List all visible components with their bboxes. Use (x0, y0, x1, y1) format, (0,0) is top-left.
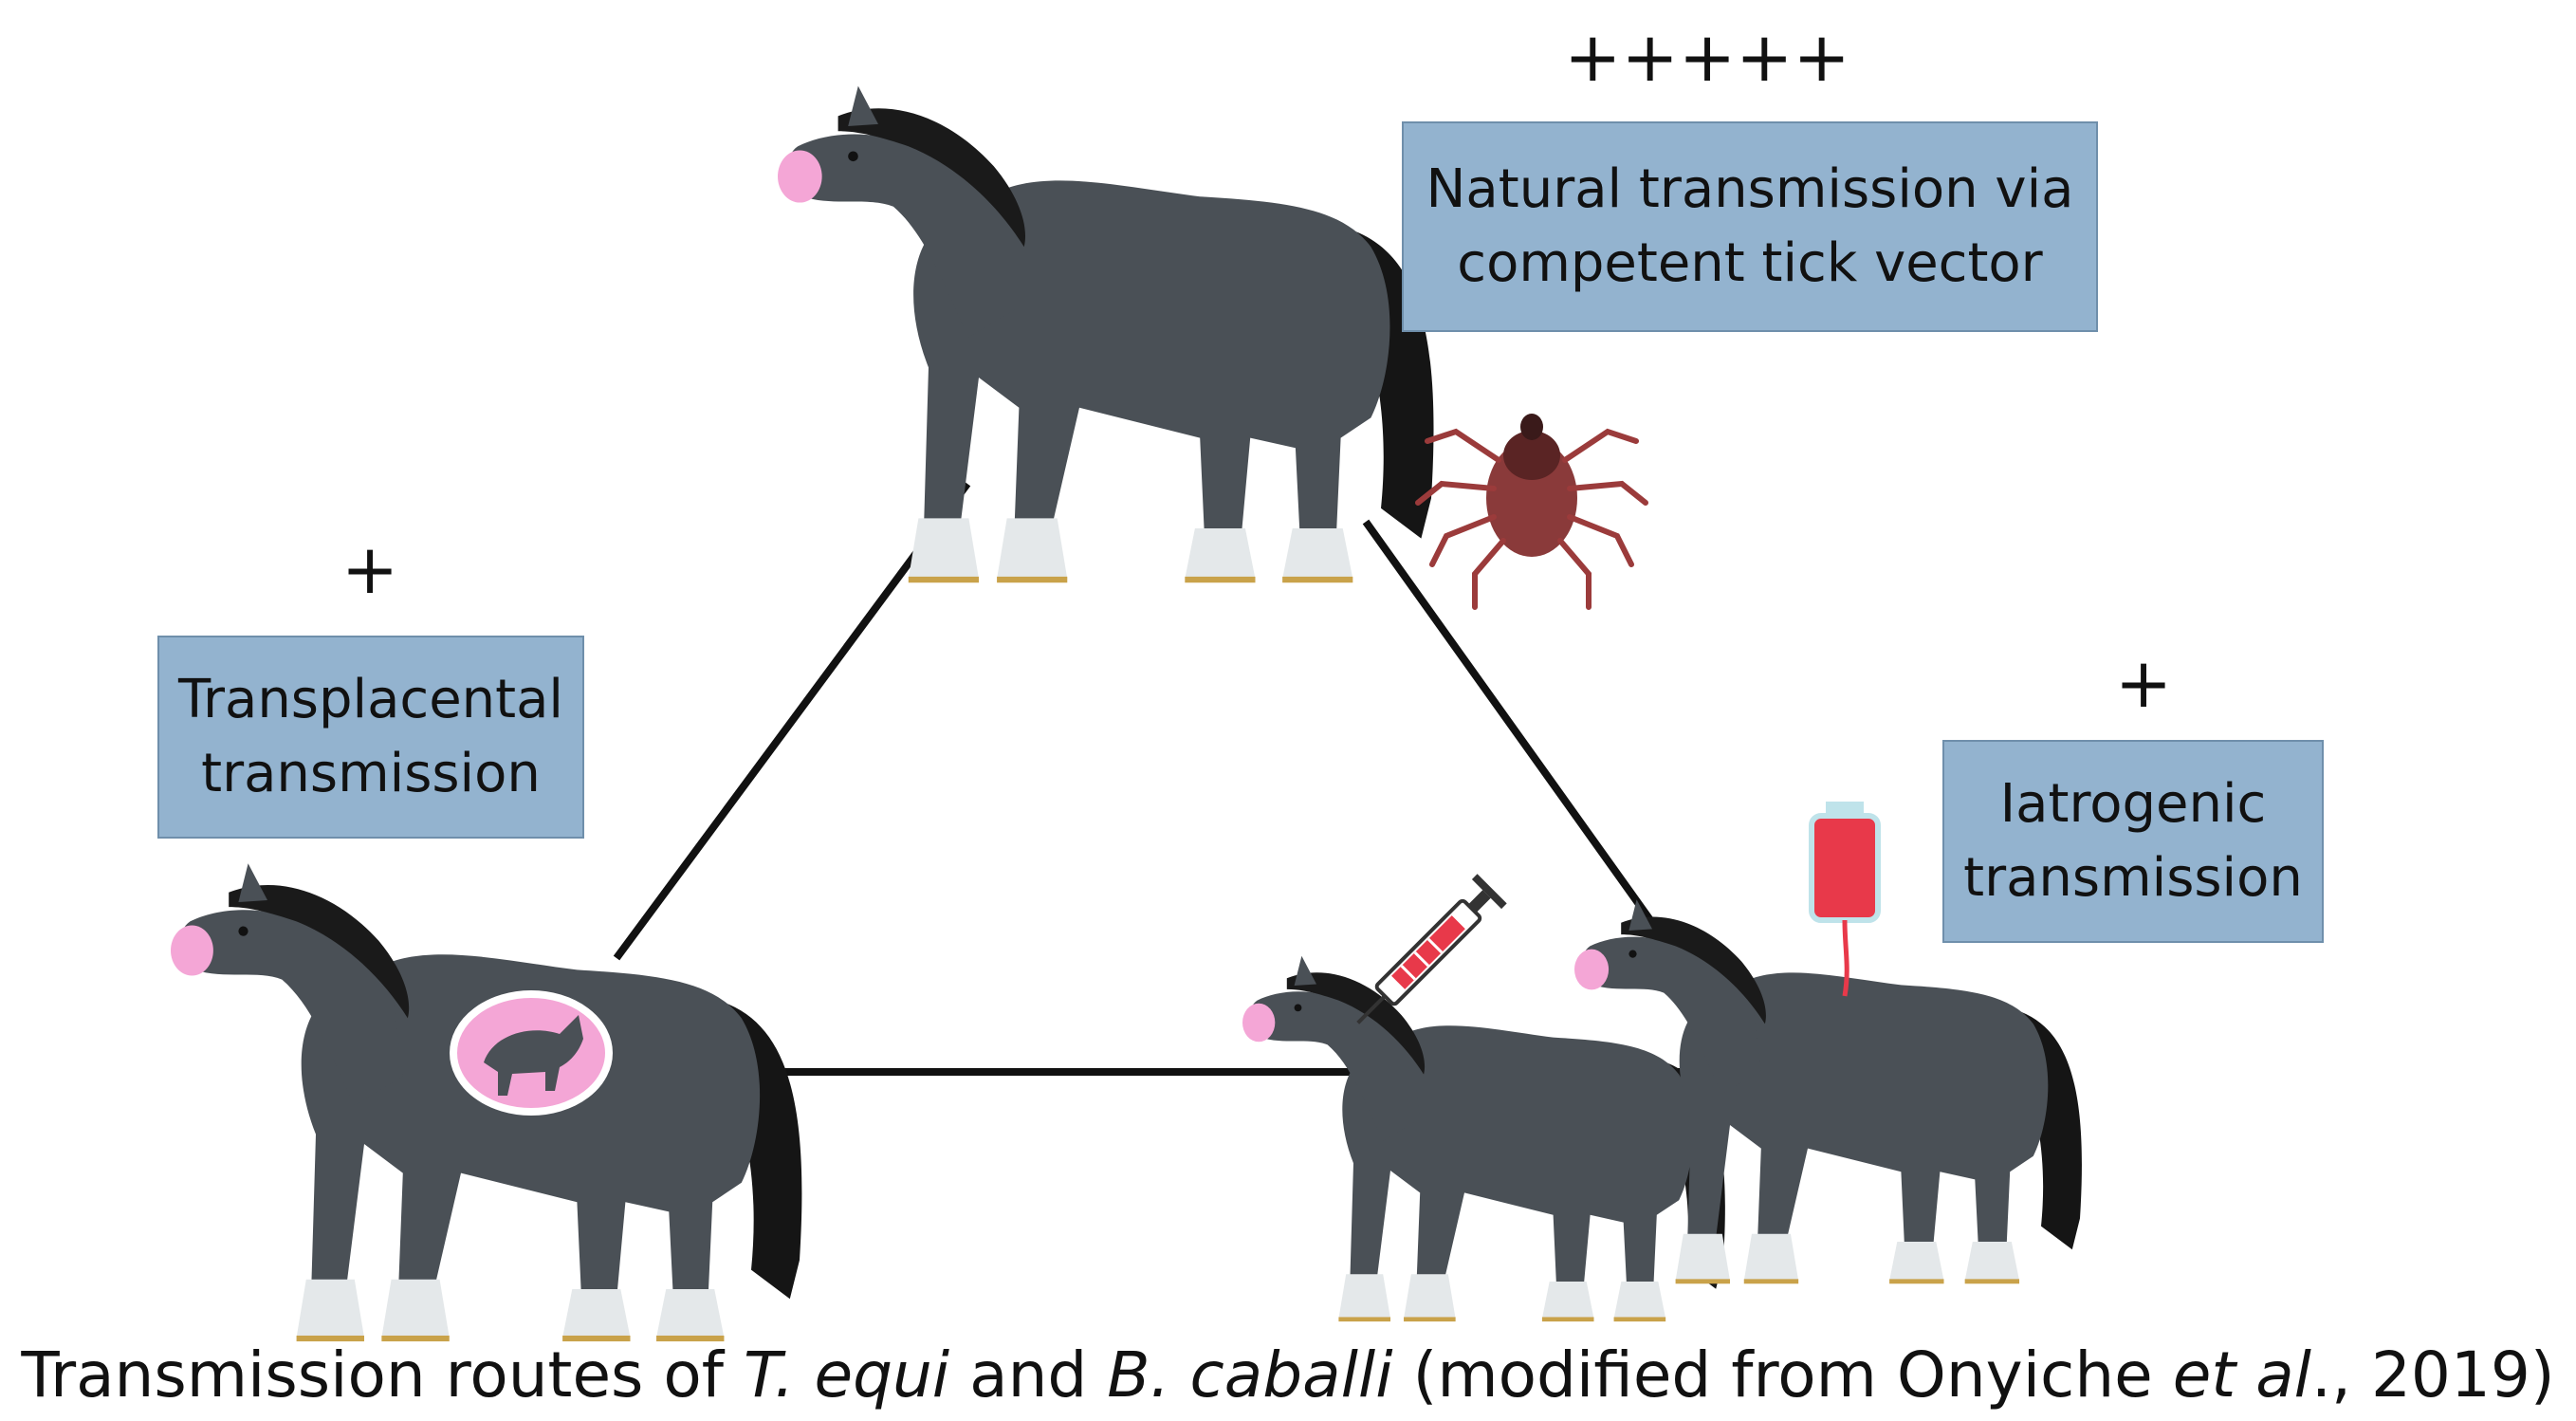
figure-caption: Transmission routes of T. equi and B. ca… (0, 1338, 2576, 1413)
horse-top-icon (778, 86, 1434, 583)
caption-part2: and (949, 1338, 1107, 1412)
foal-in-womb-icon (453, 994, 609, 1112)
label-natural-line2: competent tick vector (1457, 227, 2042, 301)
caption-part1: Transmission routes of (21, 1338, 744, 1412)
label-transplacental-line1: Transplacental (178, 663, 563, 737)
rating-transplacental: + (322, 531, 417, 607)
caption-species1: T. equi (744, 1338, 949, 1412)
rating-natural: +++++ (1555, 19, 1859, 95)
rating-iatrogenic: + (2096, 645, 2191, 721)
caption-species2: B. caballi (1107, 1338, 1392, 1412)
triangle-right-edge (1366, 522, 1650, 920)
label-iatrogenic-line2: transmission (1963, 841, 2303, 915)
label-iatrogenic-transmission: Iatrogenic transmission (1942, 740, 2324, 943)
caption-part4: ., 2019) (2311, 1338, 2555, 1412)
caption-etal: et al (2173, 1338, 2311, 1412)
label-iatrogenic-line1: Iatrogenic (2000, 767, 2267, 841)
horse-injected-icon (1242, 956, 1725, 1321)
label-transplacental-line2: transmission (201, 737, 541, 811)
transmission-triangle (616, 484, 1688, 1072)
blood-bag-icon (1812, 802, 1878, 996)
label-natural-line1: Natural transmission via (1426, 153, 2074, 227)
label-natural-transmission: Natural transmission via competent tick … (1402, 121, 2098, 332)
syringe-icon (1343, 874, 1507, 1038)
tick-icon (1418, 414, 1646, 607)
caption-part3: (modified from Onyiche (1393, 1338, 2173, 1412)
label-transplacental-transmission: Transplacental transmission (157, 636, 584, 839)
